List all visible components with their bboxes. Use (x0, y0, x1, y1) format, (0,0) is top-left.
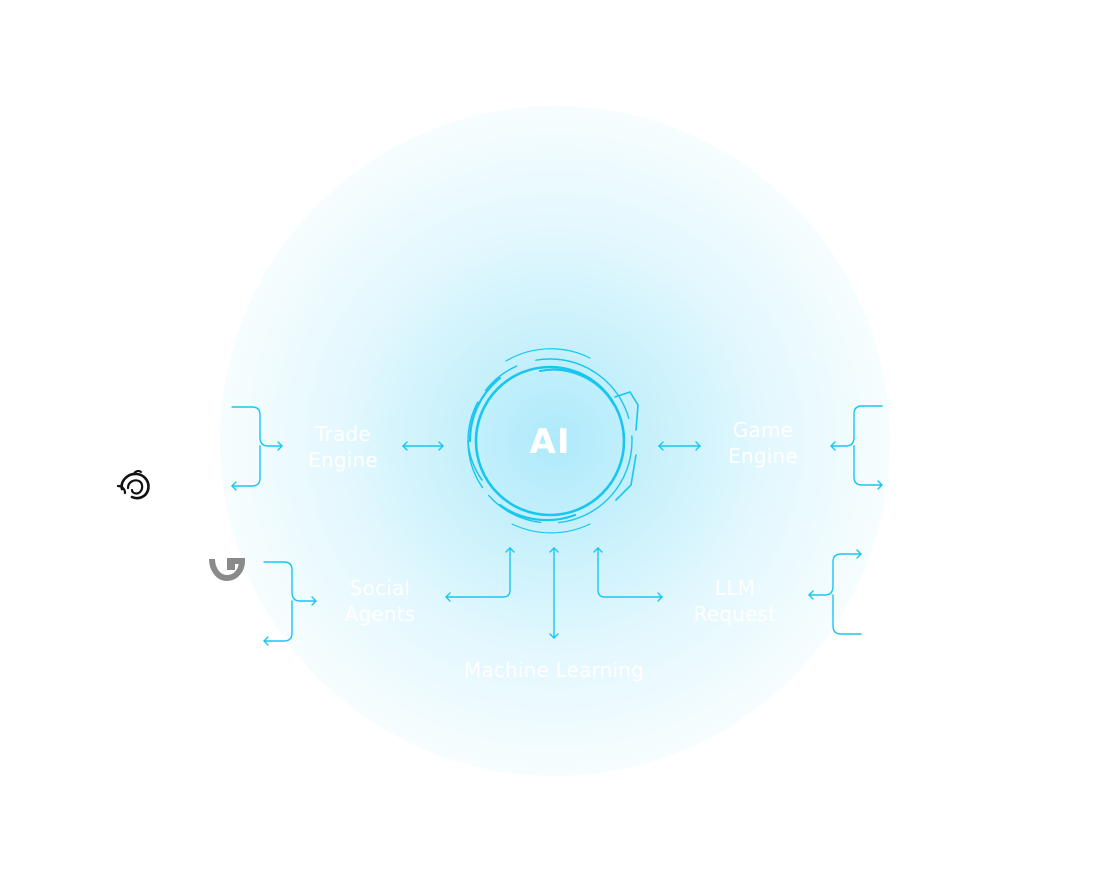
social-agents-label: Social Agents (330, 575, 430, 627)
social-agents-line2: Agents (344, 602, 416, 626)
g-logo-icon (209, 558, 246, 582)
machine-learning-connector (549, 547, 559, 639)
llm-request-line2: Request (693, 602, 777, 626)
trade-engine-connector (231, 406, 444, 491)
trade-engine-line2: Engine (308, 448, 378, 472)
llm-request-connector (593, 547, 862, 635)
llm-request-line1: LLM (714, 576, 756, 600)
machine-learning-line1: Machine Learning (463, 658, 645, 682)
trade-engine-line1: Trade (315, 422, 371, 446)
game-engine-line1: Game (732, 418, 794, 442)
ai-core-label: AI (529, 422, 571, 462)
background-glow (220, 106, 890, 776)
social-agents-line1: Social (349, 576, 411, 600)
social-agents-connector (263, 547, 515, 646)
swirl-logo-icon (116, 469, 150, 500)
game-engine-line2: Engine (728, 444, 798, 468)
ai-core-ring (467, 348, 639, 534)
game-engine-connector (658, 405, 883, 490)
machine-learning-label: Machine Learning (448, 657, 660, 683)
llm-request-label: LLM Request (684, 575, 786, 627)
trade-engine-label: Trade Engine (292, 421, 394, 473)
game-engine-label: Game Engine (712, 417, 814, 469)
